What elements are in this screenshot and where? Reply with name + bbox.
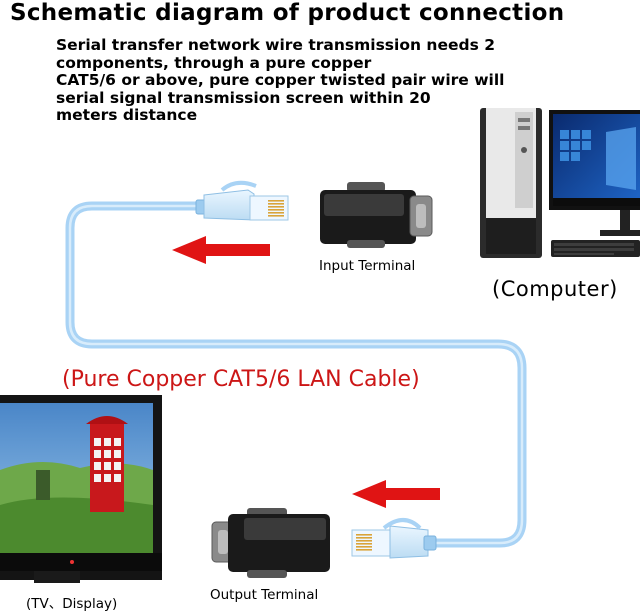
- input-terminal-label: Input Terminal: [319, 258, 416, 274]
- tv-display-label: (TV、Display): [26, 596, 118, 612]
- rj45-plug-icon: [195, 180, 289, 221]
- description-line: CAT5/6 or above, pure copper twisted pai…: [56, 71, 505, 89]
- description-line: meters distance: [56, 106, 198, 124]
- output-terminal-label: Output Terminal: [210, 587, 319, 603]
- description-line: Serial transfer network wire transmissio…: [56, 36, 495, 54]
- description: Serial transfer network wire transmissio…: [56, 36, 636, 125]
- red-arrow-icon: [172, 236, 270, 264]
- keyboard-icon: [551, 240, 640, 257]
- cable-label: (Pure Copper CAT5/6 LAN Cable): [62, 367, 420, 392]
- monitor-icon: [549, 110, 640, 236]
- diagram-title: Schematic diagram of product connection: [10, 0, 565, 26]
- computer-label: (Computer): [492, 277, 618, 301]
- rj45-plug-icon: [351, 518, 437, 559]
- db9-adapter-icon: [211, 508, 330, 578]
- db9-adapter-icon: [320, 182, 433, 248]
- red-arrow-icon: [352, 480, 440, 508]
- description-line: components, through a pure copper: [56, 53, 372, 72]
- tv-icon: [0, 395, 162, 583]
- description-line: serial signal transmission screen within…: [56, 88, 431, 107]
- computer-tower-icon: [480, 108, 542, 258]
